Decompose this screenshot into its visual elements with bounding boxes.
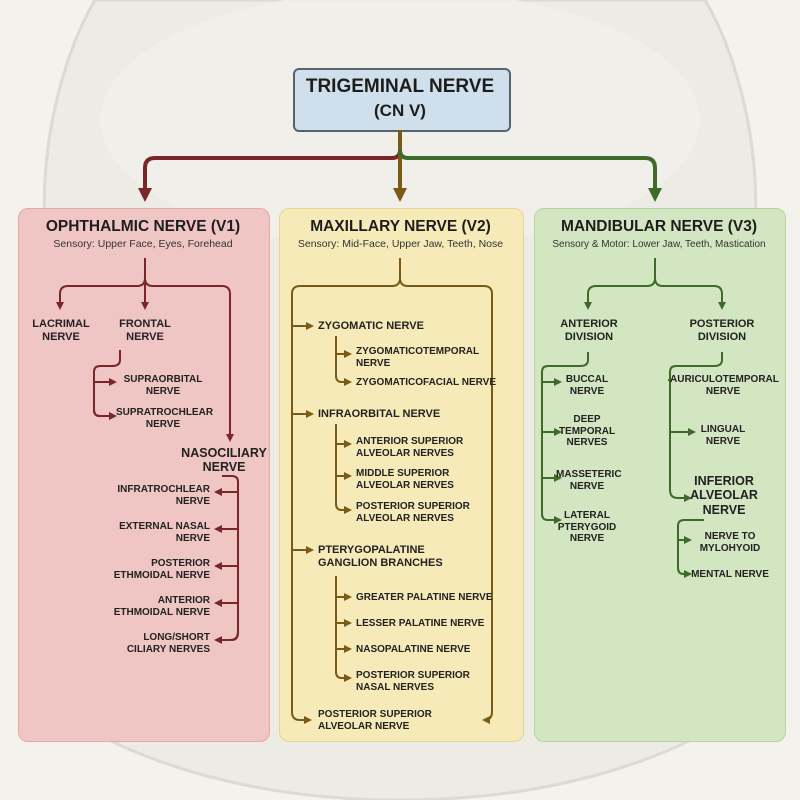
buccal-nerve-label: BUCCAL NERVE: [565, 374, 609, 397]
masseteric-nerve-label: MASSETERIC NERVE: [556, 469, 622, 492]
inferior-alveolar-nerve-label: INFERIOR ALVEOLAR NERVE: [690, 474, 758, 517]
lesser-palatine-nerve-label: LESSER PALATINE NERVE: [356, 618, 485, 629]
deep-temporal-nerves-label: DEEP TEMPORAL NERVES: [558, 414, 616, 448]
frontal-nerve-label: FRONTAL NERVE: [119, 318, 171, 343]
lacrimal-nerve-label: LACRIMAL NERVE: [32, 318, 90, 343]
lateral-pterygoid-nerve-label: LATERAL PTERYGOID NERVE: [557, 510, 617, 544]
lingual-nerve-label: LINGUAL NERVE: [700, 424, 746, 447]
maxillary-subtitle: Sensory: Mid-Face, Upper Jaw, Teeth, Nos…: [297, 238, 504, 250]
root-title: TRIGEMINAL NERVE: [305, 76, 495, 97]
ophthalmic-title: OPHTHALMIC NERVE (V1): [45, 218, 241, 235]
pterygopalatine-ganglion-label: PTERYGOPALATINE GANGLION BRANCHES: [318, 544, 443, 569]
mandibular-panel: [534, 208, 786, 742]
supratrochlear-nerve-label: SUPRATROCHLEAR NERVE: [116, 407, 214, 430]
posterior-superior-alveolar-outer-label: POSTERIOR SUPERIOR ALVEOLAR NERVE: [318, 709, 432, 732]
nerve-to-mylohyoid-label: NERVE TO MYLOHYOID: [699, 531, 761, 554]
zygomaticofacial-nerve-label: ZYGOMATICOFACIAL NERVE: [356, 377, 497, 388]
mandibular-title: MANDIBULAR NERVE (V3): [560, 218, 758, 235]
supraorbital-nerve-label: SUPRAORBITAL NERVE: [123, 374, 203, 397]
posterior-superior-nasal-label: POSTERIOR SUPERIOR NASAL NERVES: [356, 670, 470, 693]
infraorbital-nerve-label: INFRAORBITAL NERVE: [318, 408, 441, 420]
anterior-ethmoidal-nerve-label: ANTERIOR ETHMOIDAL NERVE: [113, 595, 210, 618]
greater-palatine-nerve-label: GREATER PALATINE NERVE: [356, 592, 493, 603]
anterior-superior-alveolar-label: ANTERIOR SUPERIOR ALVEOLAR NERVES: [356, 436, 464, 459]
ciliary-nerves-label: LONG/SHORT CILIARY NERVES: [126, 632, 210, 655]
ophthalmic-subtitle: Sensory: Upper Face, Eyes, Forehead: [53, 238, 233, 250]
infratrochlear-nerve-label: INFRATROCHLEAR NERVE: [117, 484, 210, 507]
posterior-ethmoidal-nerve-label: POSTERIOR ETHMOIDAL NERVE: [113, 558, 210, 581]
maxillary-panel: [279, 208, 524, 742]
root-subtitle: (CN V): [374, 101, 426, 120]
anterior-division-label: ANTERIOR DIVISION: [560, 318, 618, 343]
middle-superior-alveolar-label: MIDDLE SUPERIOR ALVEOLAR NERVES: [356, 468, 454, 491]
external-nasal-nerve-label: EXTERNAL NASAL NERVE: [119, 521, 210, 544]
mandibular-subtitle: Sensory & Motor: Lower Jaw, Teeth, Masti…: [552, 239, 766, 250]
posterior-superior-alveolar-inner-label: POSTERIOR SUPERIOR ALVEOLAR NERVES: [356, 501, 470, 524]
zygomaticotemporal-nerve-label: ZYGOMATICOTEMPORAL NERVE: [356, 346, 480, 369]
auriculotemporal-nerve-label: AURICULOTEMPORAL NERVE: [670, 374, 779, 397]
posterior-division-label: POSTERIOR DIVISION: [689, 318, 755, 343]
maxillary-title: MAXILLARY NERVE (V2): [310, 218, 491, 235]
nasociliary-nerve-label: NASOCILIARY NERVE: [181, 446, 267, 475]
zygomatic-nerve-label: ZYGOMATIC NERVE: [318, 320, 424, 332]
nasopalatine-nerve-label: NASOPALATINE NERVE: [356, 644, 471, 655]
mental-nerve-label: MENTAL NERVE: [691, 569, 769, 580]
